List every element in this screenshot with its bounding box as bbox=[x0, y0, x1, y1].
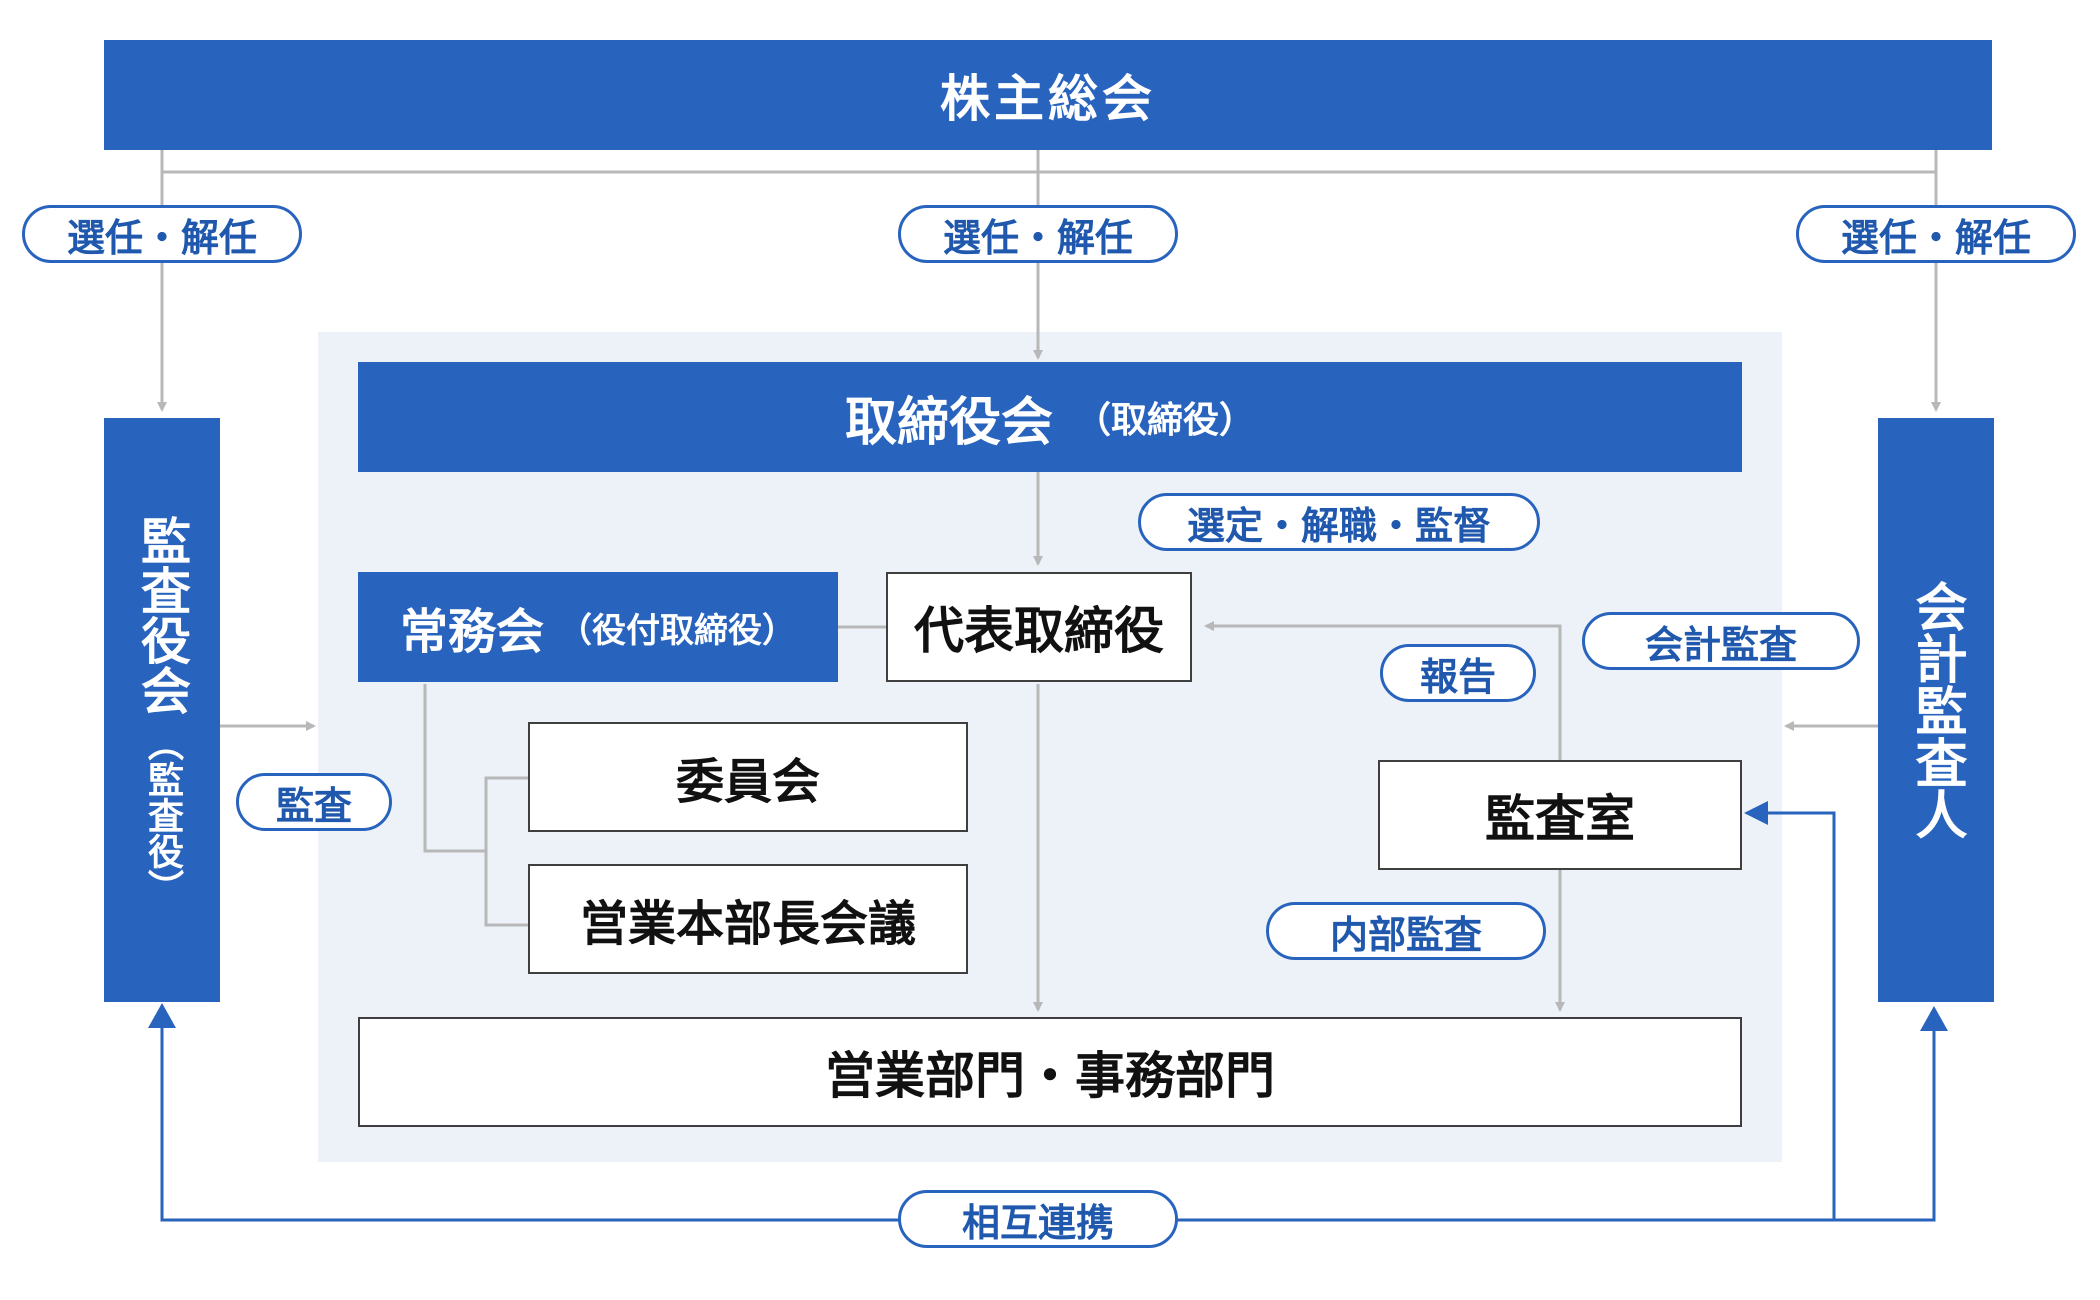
audit-office-label: 監査室 bbox=[1485, 790, 1635, 848]
representative-director-box: 代表取締役 bbox=[886, 572, 1192, 682]
accounting-auditor-label: 会計監査人 bbox=[1906, 580, 1966, 840]
departments-label: 営業部門・事務部門 bbox=[825, 1047, 1275, 1105]
board-of-directors-box: 取締役会 （取締役） bbox=[358, 362, 1742, 472]
shareholders-meeting-box: 株主総会 bbox=[104, 40, 1992, 150]
internal-audit-label: 内部監査 bbox=[1266, 902, 1546, 960]
report-label: 報告 bbox=[1380, 644, 1536, 702]
accounting-audit-text: 会計監査 bbox=[1644, 622, 1797, 667]
executive-committee-sub: （役付取締役） bbox=[558, 610, 796, 651]
appoint-dismiss-center-text: 選任・解任 bbox=[942, 215, 1133, 260]
audit-board-label: 監査役会 bbox=[133, 515, 191, 715]
shareholders-meeting-label: 株主総会 bbox=[940, 70, 1156, 128]
representative-director-label: 代表取締役 bbox=[914, 602, 1164, 660]
appoint-dismiss-right-label: 選任・解任 bbox=[1796, 205, 2076, 263]
audit-board-box: 監査役会 （監査役） bbox=[104, 418, 220, 1002]
accounting-audit-label: 会計監査 bbox=[1582, 612, 1860, 670]
internal-audit-text: 内部監査 bbox=[1329, 912, 1482, 957]
board-of-directors-label: 取締役会 bbox=[844, 392, 1053, 453]
select-dismiss-supervise-label: 選定・解職・監督 bbox=[1138, 493, 1540, 551]
sales-hq-meeting-label: 営業本部長会議 bbox=[579, 896, 916, 952]
audit-text: 監査 bbox=[275, 783, 352, 828]
sales-hq-meeting-box: 営業本部長会議 bbox=[528, 864, 968, 974]
appoint-dismiss-left-text: 選任・解任 bbox=[66, 215, 257, 260]
appoint-dismiss-center-label: 選任・解任 bbox=[898, 205, 1178, 263]
executive-committee-box: 常務会 （役付取締役） bbox=[358, 572, 838, 682]
departments-box: 営業部門・事務部門 bbox=[358, 1017, 1742, 1127]
executive-committee-label: 常務会 bbox=[399, 604, 544, 660]
board-of-directors-sub: （取締役） bbox=[1075, 400, 1256, 441]
mutual-cooperation-text: 相互連携 bbox=[961, 1200, 1114, 1245]
appoint-dismiss-left-label: 選任・解任 bbox=[22, 205, 302, 263]
report-text: 報告 bbox=[1419, 654, 1496, 699]
committee-label: 委員会 bbox=[675, 754, 820, 810]
accounting-auditor-box: 会計監査人 bbox=[1878, 418, 1994, 1002]
mutual-cooperation-label: 相互連携 bbox=[898, 1190, 1178, 1248]
committee-box: 委員会 bbox=[528, 722, 968, 832]
audit-office-box: 監査室 bbox=[1378, 760, 1742, 870]
select-dismiss-supervise-text: 選定・解職・監督 bbox=[1186, 503, 1491, 548]
appoint-dismiss-right-text: 選任・解任 bbox=[1840, 215, 2031, 260]
audit-label: 監査 bbox=[236, 773, 392, 831]
audit-board-sub: （監査役） bbox=[142, 725, 183, 905]
